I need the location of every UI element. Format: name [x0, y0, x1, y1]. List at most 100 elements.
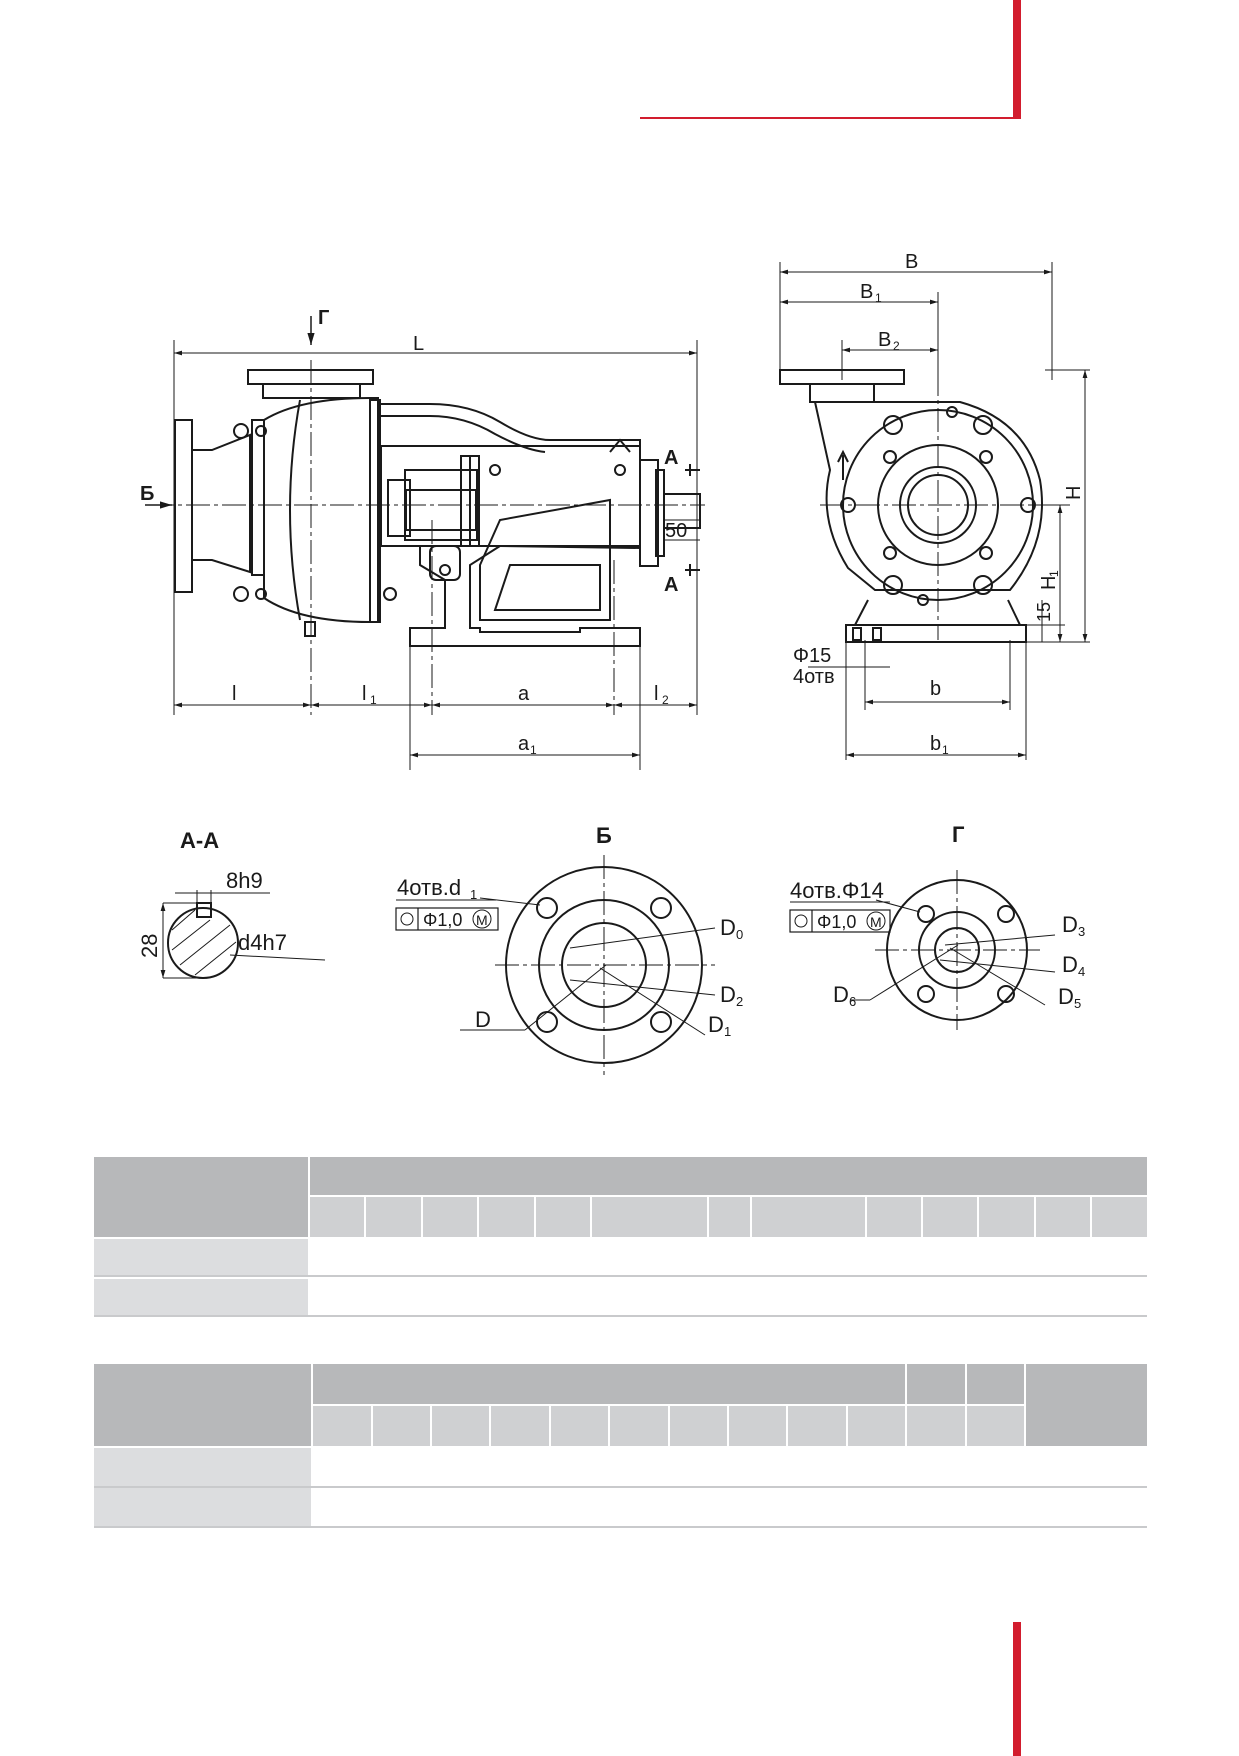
- table2-col-header: [432, 1406, 490, 1446]
- accent-bar-bottom: [1013, 1622, 1021, 1756]
- dim-B2: B: [878, 329, 891, 351]
- dim-l1-sub: 1: [370, 693, 377, 707]
- table1-cell: [592, 1239, 708, 1277]
- table2-last-header: [1025, 1364, 1147, 1446]
- dim-D4: D: [1062, 952, 1078, 977]
- table1-col-header: [709, 1197, 750, 1237]
- table2-row-divider: [94, 1526, 1147, 1528]
- table2-cell: [313, 1488, 371, 1526]
- table1-cell: [1092, 1279, 1147, 1317]
- table2-cell: [669, 1448, 728, 1486]
- table2-cell: [491, 1448, 549, 1486]
- dim-l: l: [232, 683, 236, 705]
- view-G-tolerance: Φ1,0: [817, 912, 856, 932]
- view-B-tolerance-m: M: [476, 912, 488, 928]
- table1-col-header: [535, 1197, 591, 1237]
- table2-cell: [847, 1488, 906, 1526]
- table1-row-divider: [94, 1275, 1147, 1277]
- table2-col-header: [966, 1364, 1024, 1404]
- dim-D6-sub: 6: [849, 994, 856, 1009]
- table1-cell: [923, 1239, 978, 1277]
- dim-b1: b: [930, 733, 941, 755]
- dim-B2-sub: 2: [893, 339, 900, 353]
- table1-row-label: [94, 1239, 308, 1277]
- table1-cell: [309, 1279, 365, 1317]
- view-B-tolerance: Φ1,0: [423, 910, 462, 930]
- side-view: [145, 316, 705, 770]
- side-view-labels: L Г Б А А 50 l l 1 a l 2 a 1: [140, 307, 687, 757]
- table2-col-header: [907, 1364, 965, 1404]
- view-G-labels: Г 4отв.Φ14 Φ1,0 M D 3 D 4 D 5 D 6: [790, 822, 1085, 1011]
- view-B-holes: 4отв.d: [397, 875, 461, 900]
- dim-H: H: [1063, 486, 1085, 500]
- table1-cell: [979, 1279, 1034, 1317]
- table2-cell: [550, 1448, 609, 1486]
- table1-col-header: [979, 1197, 1034, 1237]
- dim-D: D: [475, 1007, 491, 1032]
- table2-col-header: [907, 1406, 965, 1446]
- table2-col-header: [491, 1406, 549, 1446]
- dim-H1-sub: 1: [1047, 570, 1061, 577]
- dim-D5: D: [1058, 984, 1074, 1009]
- view-B: [395, 855, 716, 1075]
- table1-cell: [422, 1279, 478, 1317]
- table2-cell: [610, 1448, 668, 1486]
- section-mark-A-top: А: [664, 447, 678, 469]
- key-size: 8h9: [226, 868, 263, 893]
- dim-D4-sub: 4: [1078, 964, 1085, 979]
- dim-D3: D: [1062, 912, 1078, 937]
- dim-D3-sub: 3: [1078, 924, 1085, 939]
- table1-col-header: [422, 1197, 478, 1237]
- table1-cell: [709, 1239, 750, 1277]
- dim-b1-sub: 1: [942, 743, 949, 757]
- table1-cell: [479, 1279, 534, 1317]
- dim-l1: l: [362, 683, 366, 705]
- table1-col-header: [923, 1197, 978, 1237]
- table2-col-header: [610, 1406, 668, 1446]
- table1-cell: [1035, 1239, 1091, 1277]
- table1-group-header: [309, 1157, 1147, 1195]
- table2-cell: [610, 1488, 668, 1526]
- view-B-title: Б: [596, 823, 612, 848]
- table2-cell: [788, 1488, 846, 1526]
- table1-col-header: [479, 1197, 534, 1237]
- table1-cell: [535, 1279, 591, 1317]
- view-G: [789, 870, 1056, 1030]
- dim-D1-sub: 1: [724, 1024, 731, 1039]
- accent-line-top: [640, 117, 1021, 119]
- view-G-tolerance-m: M: [870, 914, 882, 930]
- table1-cell: [592, 1279, 708, 1317]
- dim-l2-sub: 2: [662, 693, 669, 707]
- table1-col-header: [309, 1197, 365, 1237]
- dimensions-table-1: [92, 1155, 1149, 1319]
- table1-cell: [1092, 1239, 1147, 1277]
- dim-L: L: [413, 333, 424, 355]
- dim-B1-sub: 1: [875, 291, 882, 305]
- front-view-labels: B B 1 B 2 H H 1 15 Φ15 4отв b b 1: [793, 251, 1085, 757]
- table2-cell: [372, 1488, 431, 1526]
- table1-cell: [866, 1239, 921, 1277]
- table2-col-header: [788, 1406, 846, 1446]
- table1-cell: [366, 1239, 421, 1277]
- section-AA-labels: А-А 8h9 28 d4h7: [137, 828, 287, 958]
- table2-row-label: [94, 1488, 312, 1526]
- table2-row-divider: [94, 1486, 1147, 1488]
- table1-col-header: [366, 1197, 421, 1237]
- section-AA-title: А-А: [180, 828, 219, 853]
- dimensions-table-2: [92, 1362, 1149, 1528]
- table1-cell: [751, 1279, 865, 1317]
- table1-row: [94, 1279, 1147, 1317]
- dim-50: 50: [665, 520, 687, 542]
- dim-H1: H: [1038, 576, 1060, 590]
- table1-cell: [366, 1279, 421, 1317]
- view-G-title: Г: [952, 822, 965, 847]
- table2-corner-header: [94, 1364, 312, 1446]
- dim-B: B: [905, 251, 918, 273]
- table1-cell: [535, 1239, 591, 1277]
- front-view: [779, 262, 1090, 760]
- table1-cell: [709, 1279, 750, 1317]
- dim-b: b: [930, 678, 941, 700]
- view-arrow-G: Г: [318, 307, 329, 329]
- hole-diameter: Φ15: [793, 645, 831, 667]
- table1-cell: [923, 1279, 978, 1317]
